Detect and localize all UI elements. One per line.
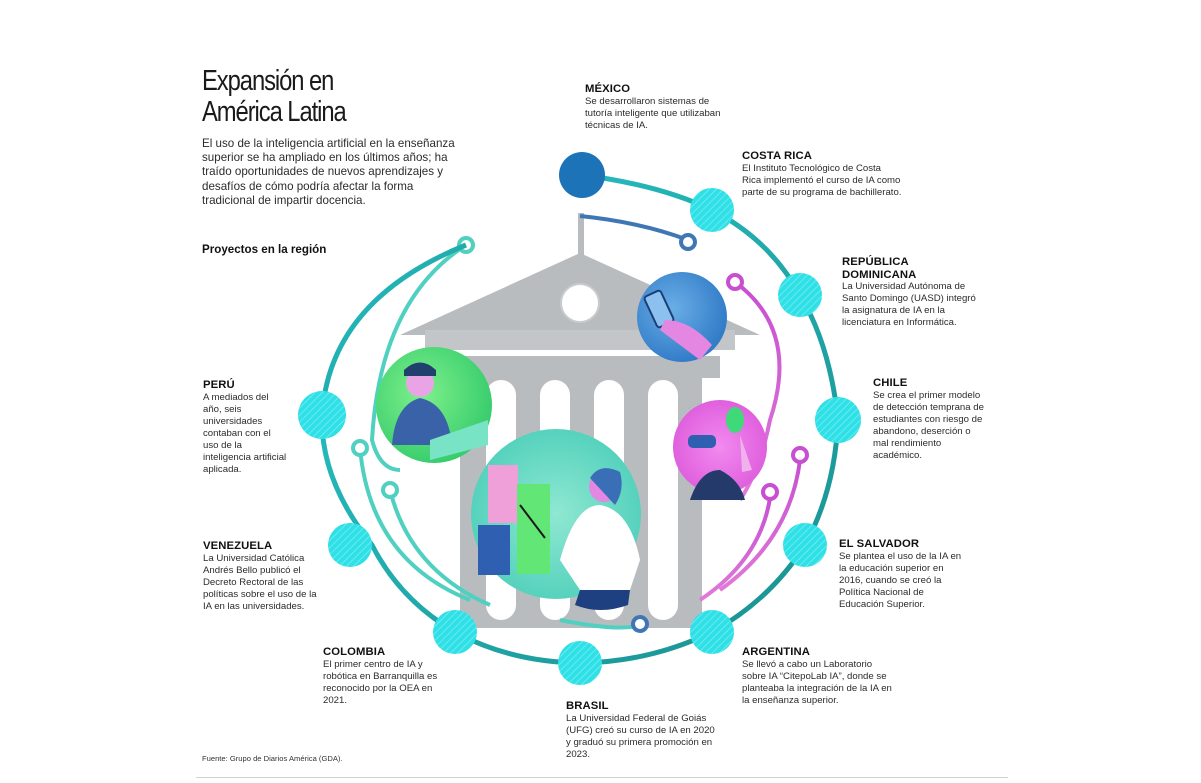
- intro-paragraph: El uso de la inteligencia artificial en …: [202, 137, 455, 207]
- node-argentina: [690, 610, 734, 654]
- entry-colombia: COLOMBIA El primer centro de IA y robóti…: [323, 646, 455, 707]
- magenta-endpoint-icon: [726, 273, 744, 291]
- country-description: Se plantea el uso de la IA en la educaci…: [839, 550, 962, 610]
- page-title: Expansión en América Latina: [202, 65, 347, 128]
- country-name: BRASIL: [566, 700, 609, 712]
- country-description: Se crea el primer modelo de detección te…: [873, 389, 984, 461]
- country-name: EL SALVADOR: [839, 538, 920, 550]
- teal-inner-lines: [358, 243, 641, 630]
- teal-endpoint-icon: [381, 481, 399, 499]
- smartphone-hand-scene-icon: [637, 272, 727, 362]
- magenta-endpoint-icon: [791, 446, 809, 464]
- country-description: El Instituto Tecnológico de Costa Rica i…: [742, 162, 902, 198]
- country-description: La Universidad Federal de Goiás (UFG) cr…: [566, 712, 715, 760]
- vr-headset-scene-icon: [673, 400, 767, 500]
- section-subheading: Proyectos en la región: [202, 243, 327, 256]
- entry-chile: CHILE Se crea el primer modelo de detecc…: [873, 377, 985, 462]
- country-name: ARGENTINA: [742, 646, 811, 658]
- outer-ring: [319, 172, 841, 666]
- node-mexico: [559, 152, 605, 198]
- country-description: El primer centro de IA y robótica en Bar…: [323, 658, 438, 706]
- entry-el-salvador: EL SALVADOR Se plantea el uso de la IA e…: [839, 538, 964, 611]
- source-credit: Fuente: Grupo de Diarios América (GDA).: [202, 754, 343, 763]
- entry-argentina: ARGENTINA Se llevó a cabo un Laboratorio…: [742, 646, 892, 707]
- teal-endpoint-icon: [351, 439, 369, 457]
- country-name: COLOMBIA: [323, 646, 386, 658]
- node-el-salvador: [783, 523, 827, 567]
- country-description: Se desarrollaron sistemas de tutoría int…: [585, 95, 721, 131]
- blue-endpoint-icon: [631, 615, 649, 633]
- magenta-endpoint-icon: [761, 483, 779, 501]
- country-description: A mediados del año, seis universidades c…: [203, 391, 287, 475]
- node-brasil: [558, 641, 602, 685]
- bottom-divider: [196, 777, 1008, 778]
- entry-peru: PERÚ A mediados del año, seis universida…: [203, 379, 287, 476]
- node-venezuela: [328, 523, 372, 567]
- node-costa-rica: [690, 188, 734, 232]
- country-name: CHILE: [873, 377, 908, 389]
- laptop-student-scene-icon: [376, 347, 492, 463]
- country-name: COSTA RICA: [742, 150, 813, 162]
- node-peru: [298, 391, 346, 439]
- title-line-1: Expansión en: [202, 65, 334, 97]
- country-name: VENEZUELA: [203, 540, 273, 552]
- country-name: REPÚBLICA DOMINICANA: [842, 256, 917, 281]
- teacher-presentation-scene-icon: [471, 429, 641, 610]
- title-line-2: América Latina: [202, 96, 347, 128]
- entry-venezuela: VENEZUELA La Universidad Católica Andrés…: [203, 540, 321, 613]
- country-name: PERÚ: [203, 379, 235, 391]
- node-chile: [815, 397, 861, 443]
- entry-brasil: BRASIL La Universidad Federal de Goiás (…: [566, 700, 716, 761]
- country-name: MÉXICO: [585, 83, 631, 95]
- entry-costa-rica: COSTA RICA El Instituto Tecnológico de C…: [742, 150, 902, 199]
- country-description: Se llevó a cabo un Laboratorio sobre IA …: [742, 658, 892, 706]
- node-republica-dominicana: [778, 273, 822, 317]
- country-description: La Universidad Católica Andrés Bello pub…: [203, 552, 317, 612]
- country-description: La Universidad Autónoma de Santo Domingo…: [842, 281, 976, 328]
- node-colombia: [433, 610, 477, 654]
- entry-republica-dominicana: REPÚBLICA DOMINICANA La Universidad Autó…: [842, 256, 982, 329]
- map-nodes: [298, 152, 861, 685]
- entry-mexico: MÉXICO Se desarrollaron sistemas de tuto…: [585, 83, 735, 132]
